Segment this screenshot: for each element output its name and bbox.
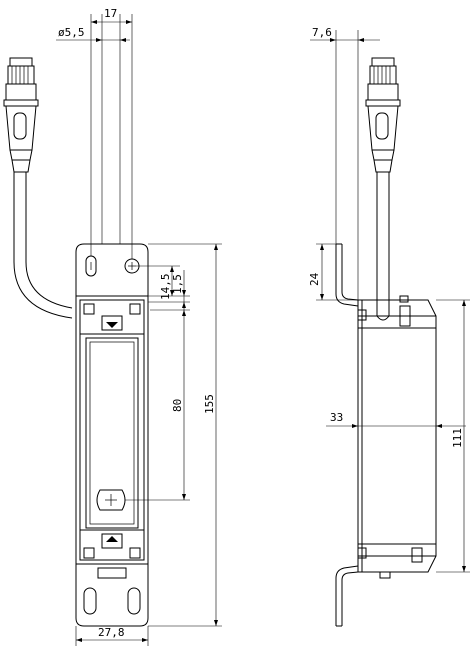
front-upper-flange (75, 243, 149, 296)
dimension-24-label: 24 (308, 272, 321, 286)
dimension-14-5: 14,5 (136, 265, 190, 303)
side-connector (365, 57, 401, 173)
dimension-33: 33 (326, 411, 466, 428)
front-connector (3, 57, 39, 173)
dimension-111: 111 (436, 299, 470, 573)
side-bracket (335, 243, 359, 627)
front-cable (13, 172, 73, 319)
side-view: 7,6 24 33 111 (308, 26, 470, 627)
dimension-33-label: 33 (330, 411, 343, 424)
dimension-d5-5: ø5,5 (56, 26, 130, 42)
dimension-155: 155 (148, 243, 222, 627)
dimension-d5-5-label: ø5,5 (58, 26, 85, 39)
dimension-24: 24 (308, 243, 358, 301)
dimension-111-label: 111 (451, 428, 464, 448)
dimension-80-label: 80 (171, 399, 184, 412)
dimension-17: 17 (91, 7, 132, 24)
dimension-7-6: 7,6 (310, 26, 380, 300)
side-body (357, 295, 437, 579)
dimension-155-label: 155 (203, 394, 216, 414)
dimension-27-8: 27,8 (75, 626, 149, 646)
front-body (75, 295, 149, 565)
dimension-80: 80 (125, 309, 190, 501)
dimension-1-5: 1,5 (171, 270, 186, 310)
front-lower-flange (75, 564, 149, 627)
dimension-14-5-label: 14,5 (159, 274, 172, 301)
dimension-7-6-label: 7,6 (312, 26, 332, 39)
dimension-27-8-label: 27,8 (98, 626, 125, 639)
dimension-17-label: 17 (104, 7, 117, 20)
dimension-1-5-label: 1,5 (171, 274, 184, 294)
front-view: 17 ø5,5 14,5 1,5 (3, 7, 222, 646)
